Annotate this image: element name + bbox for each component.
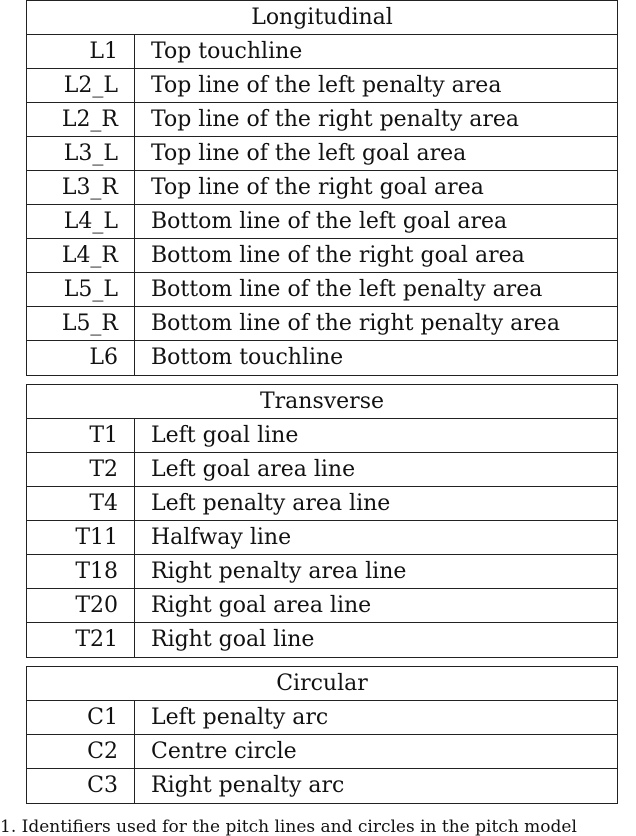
transverse-table: Transverse T1 Left goal line T2 Left goal … xyxy=(26,384,618,658)
table-row: L5_R Bottom line of the right penalty are… xyxy=(27,307,617,341)
line-description: Bottom line of the left goal area xyxy=(151,209,508,234)
line-code: T20 xyxy=(27,589,135,622)
table-row: L4_R Bottom line of the right goal area xyxy=(27,239,617,273)
table-row: T20 Right goal area line xyxy=(27,589,617,623)
line-code: L2_L xyxy=(27,69,135,102)
line-code: C3 xyxy=(27,769,135,803)
circular-table: Circular C1 Left penalty arc C2 Centre cir… xyxy=(26,666,618,804)
line-description: Right penalty area line xyxy=(151,559,407,584)
line-description: Top line of the right penalty area xyxy=(151,107,520,132)
table-row: L3_R Top line of the right goal area xyxy=(27,171,617,205)
line-code: T11 xyxy=(27,521,135,554)
line-description: Bottom line of the right penalty area xyxy=(151,311,560,336)
line-code: L5_R xyxy=(27,307,135,340)
section-header-longitudinal: Longitudinal xyxy=(27,1,617,35)
line-description: Bottom touchline xyxy=(151,345,344,370)
line-code: L6 xyxy=(27,341,135,375)
table-row: L3_L Top line of the left goal area xyxy=(27,137,617,171)
section-header-circular: Circular xyxy=(27,667,617,701)
line-description: Right goal area line xyxy=(151,593,372,618)
line-description: Left goal line xyxy=(151,423,299,448)
longitudinal-table: Longitudinal L1 Top touchline L2_L Top lin… xyxy=(26,0,618,376)
line-code: T1 xyxy=(27,419,135,452)
table-row: T11 Halfway line xyxy=(27,521,617,555)
table-caption: 1. Identifiers used for the pitch lines … xyxy=(0,817,577,836)
line-description: Bottom line of the left penalty area xyxy=(151,277,543,302)
line-code: L2_R xyxy=(27,103,135,136)
line-code: T21 xyxy=(27,623,135,657)
line-description: Top line of the left penalty area xyxy=(151,73,502,98)
table-row: L1 Top touchline xyxy=(27,35,617,69)
line-code: T18 xyxy=(27,555,135,588)
line-description: Left penalty arc xyxy=(151,705,329,730)
table-row: L6 Bottom touchline xyxy=(27,341,617,375)
line-description: Right penalty arc xyxy=(151,773,345,798)
table-row: T4 Left penalty area line xyxy=(27,487,617,521)
line-code: T2 xyxy=(27,453,135,486)
section-header-transverse: Transverse xyxy=(27,385,617,419)
line-description: Bottom line of the right goal area xyxy=(151,243,525,268)
line-description: Top line of the left goal area xyxy=(151,141,467,166)
table-row: T21 Right goal line xyxy=(27,623,617,657)
table-row: C3 Right penalty arc xyxy=(27,769,617,803)
line-description: Centre circle xyxy=(151,739,297,764)
line-description: Right goal line xyxy=(151,627,315,652)
table-row: T2 Left goal area line xyxy=(27,453,617,487)
line-code: C2 xyxy=(27,735,135,768)
line-description: Top line of the right goal area xyxy=(151,175,484,200)
line-code: L5_L xyxy=(27,273,135,306)
line-code: L4_R xyxy=(27,239,135,272)
table-row: L2_R Top line of the right penalty area xyxy=(27,103,617,137)
line-code: C1 xyxy=(27,701,135,734)
table-row: L4_L Bottom line of the left goal area xyxy=(27,205,617,239)
line-description: Left goal area line xyxy=(151,457,356,482)
line-description: Left penalty area line xyxy=(151,491,391,516)
table-row: L2_L Top line of the left penalty area xyxy=(27,69,617,103)
table-row: C2 Centre circle xyxy=(27,735,617,769)
line-description: Halfway line xyxy=(151,525,292,550)
line-code: L4_L xyxy=(27,205,135,238)
line-code: L3_L xyxy=(27,137,135,170)
line-code: T4 xyxy=(27,487,135,520)
table-row: L5_L Bottom line of the left penalty area xyxy=(27,273,617,307)
line-description: Top touchline xyxy=(151,39,303,64)
table-row: C1 Left penalty arc xyxy=(27,701,617,735)
table-row: T1 Left goal line xyxy=(27,419,617,453)
line-code: L3_R xyxy=(27,171,135,204)
table-row: T18 Right penalty area line xyxy=(27,555,617,589)
line-code: L1 xyxy=(27,35,135,68)
